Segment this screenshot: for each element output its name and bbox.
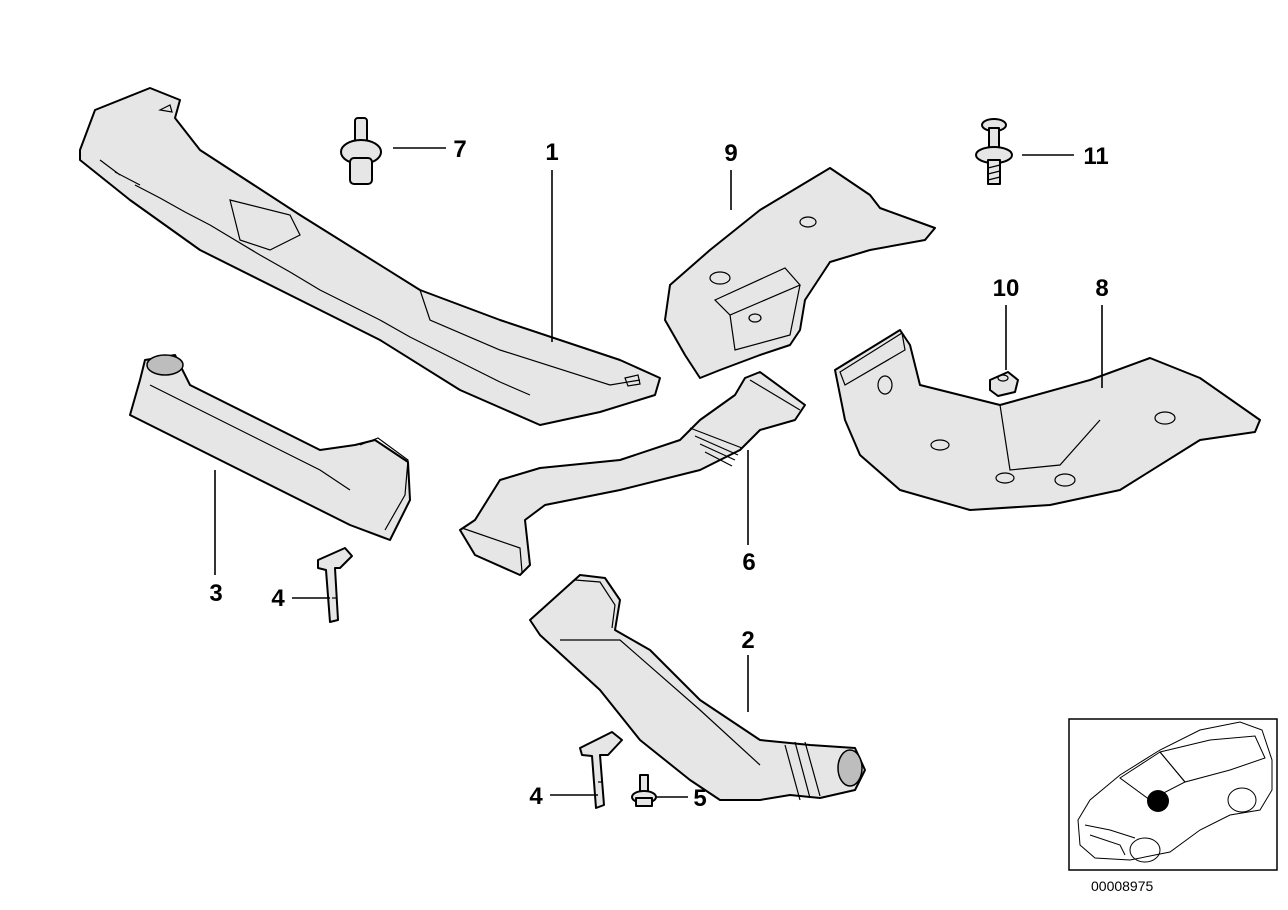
part-6-duct [459, 371, 806, 576]
part-1-duct-cover [79, 87, 661, 426]
part-7-clip [340, 117, 382, 185]
part-4-bracket-lower [579, 731, 623, 809]
part-4-bracket-upper [317, 547, 353, 623]
callout-4-lower: 4 [529, 783, 543, 810]
callout-6: 6 [742, 549, 755, 576]
callout-8: 8 [1095, 275, 1108, 302]
part-10-nut [989, 371, 1019, 397]
diagram-reference-number: 00008975 [1091, 878, 1154, 894]
car-outline-icon [1077, 721, 1273, 863]
part-5-screw [631, 774, 657, 807]
part-8-cover [834, 329, 1261, 511]
callouts: 1 2 3 4 4 5 6 7 8 9 10 11 [209, 136, 1108, 812]
callout-2: 2 [741, 627, 754, 654]
location-marker [1147, 790, 1169, 812]
callout-4-upper: 4 [271, 585, 285, 612]
part-3-duct [129, 354, 411, 541]
callout-3: 3 [209, 580, 222, 607]
callout-10: 10 [993, 275, 1020, 302]
leader-lines [214, 147, 1103, 798]
vehicle-inset: 00008975 [1068, 718, 1278, 894]
callout-11: 11 [1083, 143, 1108, 170]
part-9-cover [664, 167, 936, 379]
inset-frame [1068, 718, 1278, 871]
callout-1: 1 [545, 139, 558, 166]
callout-5: 5 [693, 785, 706, 812]
part-2-duct [529, 574, 866, 801]
part-11-screw [975, 118, 1013, 185]
callout-7: 7 [453, 136, 466, 163]
callout-9: 9 [724, 140, 737, 167]
